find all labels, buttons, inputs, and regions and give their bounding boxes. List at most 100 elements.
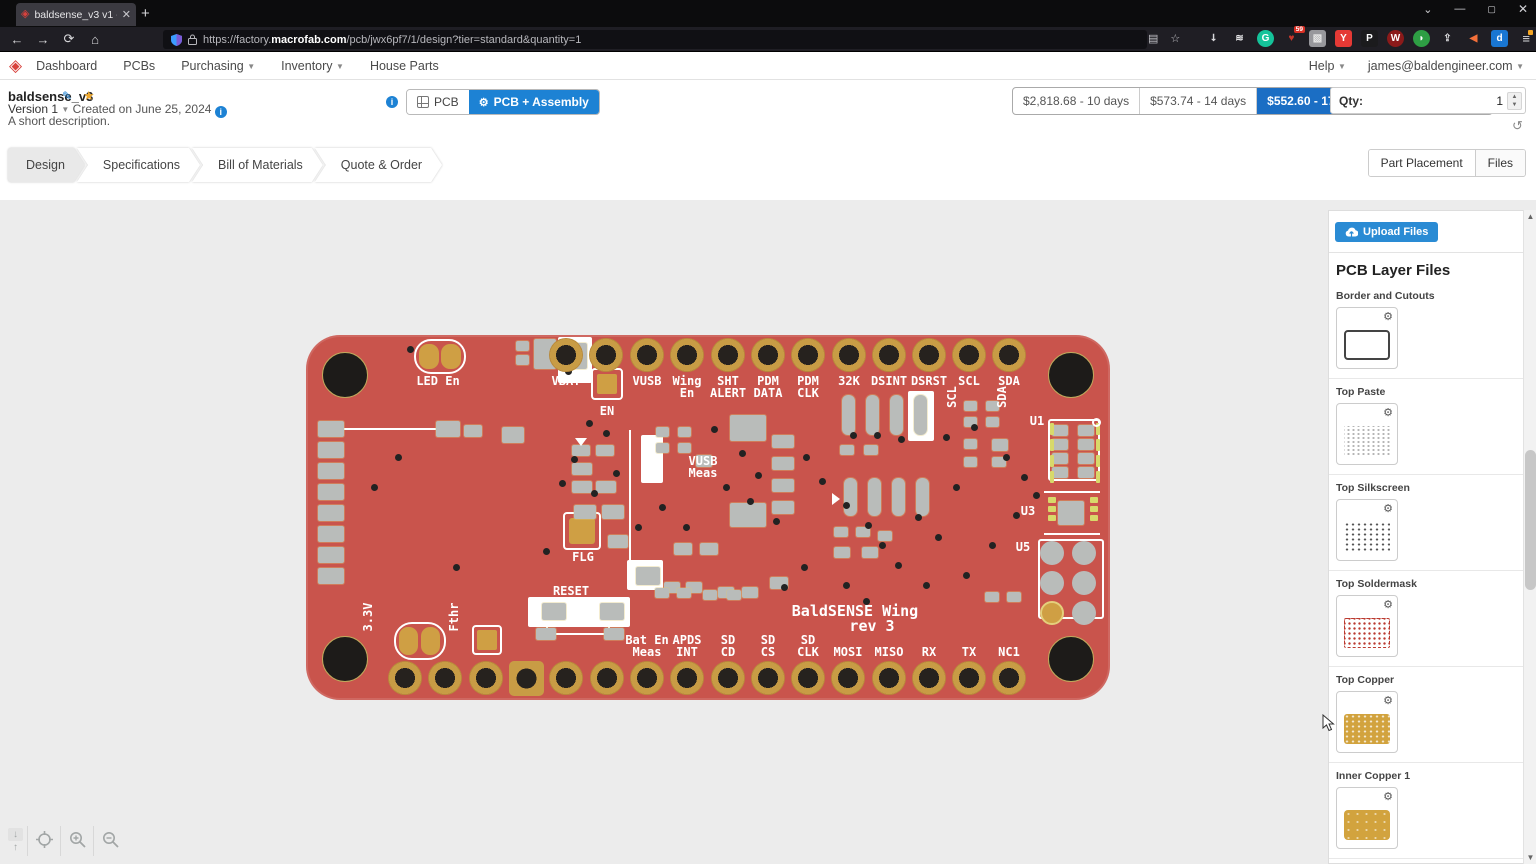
qty-stepper[interactable]: ▲▼ — [1507, 92, 1522, 110]
smd-pad — [318, 526, 344, 542]
edit-project-icon[interactable]: ✎ — [62, 89, 73, 103]
d-extension-icon[interactable]: d — [1491, 30, 1508, 47]
new-tab-button[interactable]: + — [141, 5, 150, 22]
tab-close-icon[interactable]: ✕ — [121, 9, 131, 21]
gear-icon[interactable]: ⚙ — [1383, 311, 1393, 323]
app-menu-icon[interactable]: ≡ — [1522, 30, 1533, 46]
pin-label: PDM CLK — [797, 374, 819, 400]
back-icon[interactable]: ← — [10, 31, 24, 47]
w-extension-icon[interactable]: W — [1387, 30, 1404, 47]
layer-thumbnail[interactable] — [1344, 426, 1390, 456]
scroll-down-icon[interactable]: ▼ — [1526, 853, 1535, 862]
y-extension-icon[interactable]: Y — [1335, 30, 1352, 47]
tracking-shield-icon[interactable] — [171, 33, 182, 46]
favorite-star-icon[interactable]: ★ — [83, 88, 95, 103]
layer-flip-control[interactable]: ↓ ↑ — [8, 828, 23, 854]
close-icon[interactable]: ✕ — [1517, 2, 1528, 16]
part-placement-button[interactable]: Part Placement — [1368, 150, 1476, 176]
zoom-in-icon[interactable] — [65, 831, 89, 852]
flip-down-icon[interactable]: ↓ — [8, 828, 23, 841]
gear-icon[interactable]: ⚙ — [1383, 695, 1393, 707]
layer-label: Top Paste — [1336, 386, 1386, 398]
tab-design[interactable]: Design — [8, 148, 85, 182]
nav-item-purchasing[interactable]: Purchasing ▼ — [181, 58, 256, 73]
maximize-icon[interactable]: ▢ — [1487, 3, 1496, 14]
gear-icon[interactable]: ⚙ — [1383, 599, 1393, 611]
p-extension-icon[interactable]: P — [1361, 30, 1378, 47]
via — [723, 484, 730, 491]
tab-list-chevron-icon[interactable]: ⌄ — [1423, 3, 1433, 16]
exposed-pad — [1090, 497, 1098, 503]
minimize-icon[interactable]: — — [1454, 3, 1466, 15]
layer-thumbnail[interactable] — [1344, 522, 1390, 552]
panel-scrollbar[interactable]: ▲ ▼ — [1523, 210, 1536, 864]
tab-specifications[interactable]: Specifications — [77, 148, 200, 182]
layer-card-top-soldermask[interactable]: ⚙ — [1336, 595, 1398, 657]
smd-pad — [655, 588, 669, 598]
gear-icon[interactable]: ⚙ — [1383, 791, 1393, 803]
zoom-out-icon[interactable] — [98, 831, 122, 852]
layer-card-inner-copper-1[interactable]: ⚙ — [1336, 787, 1398, 849]
quantity-box[interactable]: Qty: 1 ▲▼ — [1330, 87, 1526, 114]
price-option-0[interactable]: $2,818.68 - 10 days — [1013, 88, 1141, 114]
layer-thumbnail[interactable] — [1344, 330, 1390, 360]
layer-section: Top Silkscreen⚙ — [1329, 474, 1523, 570]
pin-hole — [590, 661, 624, 695]
history-undo-icon[interactable]: ↺ — [1512, 118, 1523, 133]
layer-thumbnail[interactable] — [1344, 618, 1390, 648]
layer-card-top-paste[interactable]: ⚙ — [1336, 403, 1398, 465]
reload-icon[interactable]: ⟳ — [63, 31, 75, 46]
tab-title: baldsense_v3 v1 - Design - Mac — [34, 8, 116, 21]
tab-quote-order[interactable]: Quote & Order — [315, 148, 442, 182]
gear-icon[interactable]: ⚙ — [1383, 503, 1393, 515]
green-extension-icon[interactable]: ◗ — [1413, 30, 1430, 47]
macrofab-logo-icon[interactable]: ◈ — [9, 55, 23, 75]
via — [603, 430, 610, 437]
heart-extension-icon[interactable]: ♥59 — [1288, 26, 1305, 44]
tab-bill-of-materials[interactable]: Bill of Materials — [192, 148, 323, 182]
reader-view-icon[interactable]: ▤ — [1148, 33, 1159, 45]
pin-hole — [428, 661, 462, 695]
nav-item-pcbs[interactable]: PCBs — [123, 58, 156, 73]
flip-up-icon[interactable]: ↑ — [13, 842, 18, 853]
nav-item-inventory[interactable]: Inventory ▼ — [281, 58, 344, 73]
project-version-row: Version 1 ▼ Created on June 25, 2024 i — [8, 102, 227, 118]
address-bar[interactable]: https://factory.macrofab.com/pcb/jwx6pf7… — [163, 30, 1147, 49]
nav-item-house-parts[interactable]: House Parts — [369, 58, 439, 73]
browser-tab[interactable]: ◈ baldsense_v3 v1 - Design - Mac ✕ — [16, 3, 136, 26]
gray-extension-icon[interactable]: ▧ — [1309, 30, 1326, 47]
share-extension-icon[interactable]: ⇪ — [1443, 33, 1452, 44]
downloads-icon[interactable]: ⭣ — [1211, 33, 1216, 44]
scrollbar-thumb[interactable] — [1525, 450, 1536, 590]
layer-thumbnail[interactable] — [1344, 714, 1390, 744]
qty-input[interactable]: 1 — [1496, 93, 1503, 108]
account-menu[interactable]: james@baldengineer.com ▼ — [1367, 58, 1524, 73]
pcb-only-button[interactable]: PCB — [407, 90, 469, 114]
files-button[interactable]: Files — [1475, 150, 1525, 176]
pcb-assembly-button[interactable]: ⚙PCB + Assembly — [468, 90, 599, 114]
via — [953, 484, 960, 491]
gear-icon[interactable]: ⚙ — [1383, 407, 1393, 419]
layer-card-top-silkscreen[interactable]: ⚙ — [1336, 499, 1398, 561]
scroll-up-icon[interactable]: ▲ — [1526, 212, 1535, 221]
fit-view-icon[interactable] — [32, 830, 56, 852]
toggle-info-icon[interactable]: i — [386, 96, 398, 108]
home-icon[interactable]: ⌂ — [91, 31, 99, 47]
grammarly-icon[interactable]: G — [1257, 30, 1274, 47]
layer-card-top-copper[interactable]: ⚙ — [1336, 691, 1398, 753]
layer-thumbnail[interactable] — [1344, 810, 1390, 840]
price-option-1[interactable]: $573.74 - 14 days — [1140, 88, 1258, 114]
bookmark-star-icon[interactable]: ☆ — [1170, 33, 1181, 45]
smd-pad — [986, 401, 999, 411]
upload-files-button[interactable]: Upload Files — [1335, 222, 1439, 242]
nav-item-dashboard[interactable]: Dashboard — [36, 58, 98, 73]
layers-extension-icon[interactable]: ≋ — [1235, 33, 1244, 44]
speaker-extension-icon[interactable]: ◀ — [1469, 33, 1478, 44]
layer-card-border-and-cutouts[interactable]: ⚙ — [1336, 307, 1398, 369]
forward-icon[interactable]: → — [36, 31, 50, 47]
help-menu[interactable]: Help ▼ — [1308, 58, 1346, 73]
version-dropdown[interactable]: Version 1 ▼ — [8, 102, 70, 116]
info-icon[interactable]: i — [214, 106, 227, 118]
